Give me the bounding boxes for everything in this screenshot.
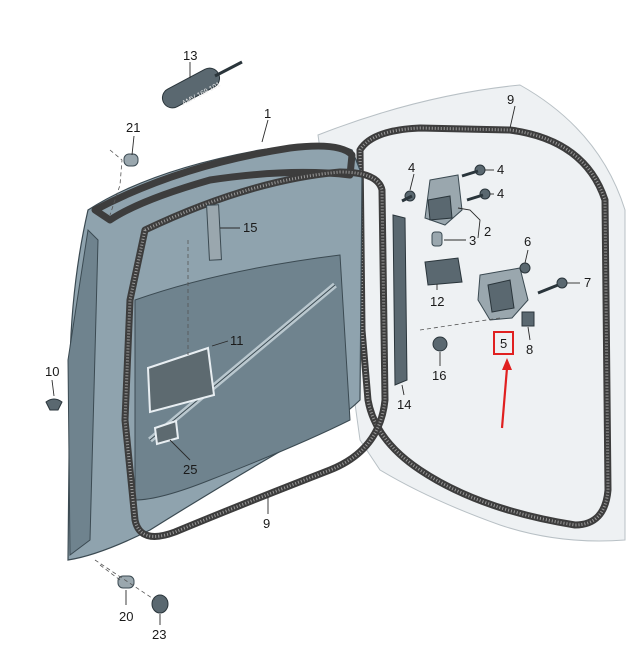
callout-1: 1	[264, 106, 271, 121]
clip-11	[45, 398, 63, 411]
callout-25: 25	[183, 462, 197, 477]
callout-5: 5	[500, 336, 507, 351]
door-check	[424, 257, 463, 286]
highlighted-callout-5: 5	[493, 331, 514, 429]
callout-9: 9	[263, 516, 270, 531]
cap-8	[521, 311, 535, 327]
callout-21: 21	[126, 120, 140, 135]
callout-16: 13	[183, 48, 197, 63]
sealant-tool: AMV 169 101	[161, 60, 243, 109]
callout-6: 6	[524, 234, 531, 249]
callout-labels: 13 1 21 9 4 4 4 2 3 6 7 8 12 15 11 10 14…	[45, 48, 591, 642]
callout-10: 9	[507, 92, 514, 107]
callout-2: 2	[484, 224, 491, 239]
callout-14: 14	[397, 397, 411, 412]
callout-3: 3	[469, 233, 476, 248]
callout-20: 20	[119, 609, 133, 624]
body-panel	[317, 84, 626, 542]
door-seal	[121, 168, 389, 540]
hinge-pin	[431, 231, 443, 247]
grommet-20	[117, 575, 135, 589]
callout-13: 12	[430, 294, 444, 309]
callout-17: 16	[432, 368, 446, 383]
window-frame-seal	[91, 142, 356, 224]
upper-hinge	[424, 174, 463, 226]
nut-17	[432, 336, 448, 352]
plug-23	[151, 594, 169, 614]
body-aperture-seal	[356, 124, 612, 529]
door-strip	[392, 214, 408, 386]
guide-strip	[206, 204, 222, 261]
small-pad	[153, 419, 180, 446]
callout-8: 8	[526, 342, 533, 357]
leader-lines	[51, 62, 580, 625]
callout-4b: 4	[497, 162, 504, 177]
callout-23: 23	[152, 627, 166, 642]
callout-12: 11	[230, 333, 244, 348]
callout-11: 10	[45, 364, 59, 379]
callout-7: 7	[584, 275, 591, 290]
highlight-box	[493, 331, 514, 355]
bolt-6	[519, 262, 531, 274]
callout-4a: 4	[408, 160, 415, 175]
callout-15: 15	[243, 220, 257, 235]
highlight-arrow-head	[502, 358, 512, 370]
screw-4c	[401, 190, 416, 203]
dashed-guides	[94, 149, 501, 601]
callout-4c: 4	[497, 186, 504, 201]
highlight-arrow-shaft	[500, 367, 509, 429]
lower-hinge	[477, 267, 529, 321]
grommet-21	[123, 153, 139, 167]
